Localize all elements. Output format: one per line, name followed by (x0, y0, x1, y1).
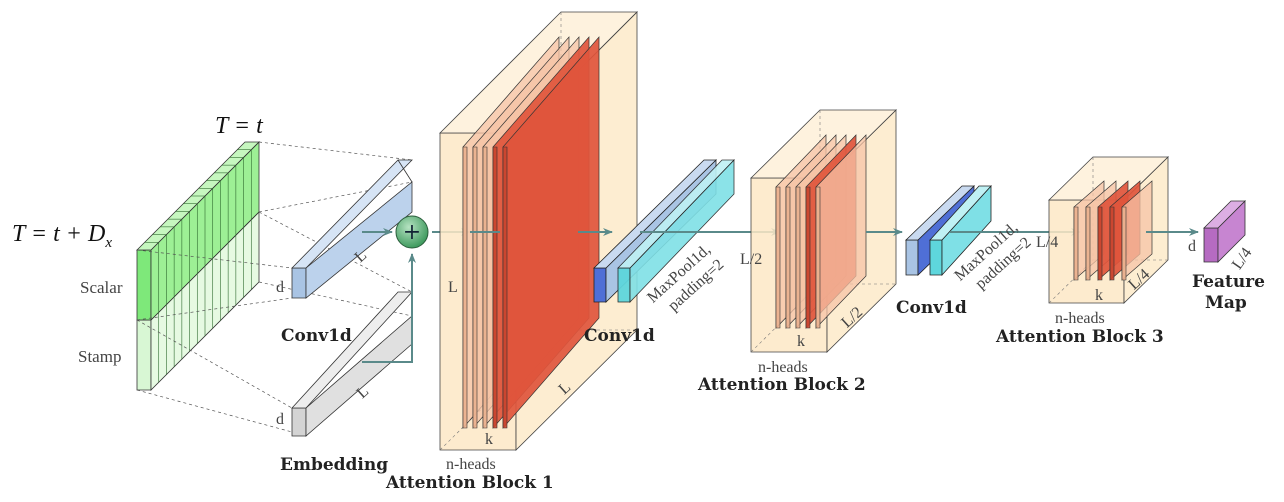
embedding-title: Embedding (280, 455, 388, 475)
feature-map-block (1203, 200, 1246, 263)
embedding-dim-d: d (276, 411, 284, 428)
embedding-dim-l: L (354, 383, 373, 402)
conv1d-3-title: Conv1d (896, 298, 967, 318)
block1-heads: n-heads (446, 456, 496, 473)
attention-sheet-edge (805, 186, 811, 329)
attention-sheet-edge (815, 186, 821, 329)
block1-dim-l-left: L (448, 279, 458, 296)
input-tensor (136, 141, 260, 391)
attention-sheet-edge (1097, 206, 1103, 281)
attention-sheet-edge (462, 146, 468, 429)
input-top-label: T = t (215, 113, 264, 139)
input-left-label: T = t + Dx (12, 221, 112, 251)
feature-title-line1: Feature (1192, 272, 1265, 292)
conv1d-2-title: Conv1d (584, 326, 655, 346)
conv1d-block-3 (905, 184, 992, 277)
embedding-block (291, 291, 413, 437)
stamp-label: Stamp (78, 347, 121, 366)
feature-dim-l: L/4 (1229, 245, 1256, 273)
block2-dim-k: k (797, 333, 805, 350)
stamp-front (136, 319, 152, 391)
conv1d-input-block (291, 159, 413, 299)
attention-sheet-edge (1121, 206, 1127, 281)
pool2-out-dim: L/4 (1036, 234, 1058, 251)
conv1d-input-title: Conv1d (281, 326, 352, 346)
attention-block-3 (1048, 156, 1169, 304)
feature-title-line2: Map (1205, 293, 1247, 313)
conv1d-input-dim-l: L (352, 247, 371, 266)
block3-dim-k: k (1095, 287, 1103, 304)
plus-node: + (395, 215, 429, 249)
block3-heads: n-heads (1055, 310, 1105, 327)
attention-sheet-edge (1109, 206, 1115, 281)
block1-title: Attention Block 1 (385, 473, 554, 493)
scalar-front (136, 249, 152, 321)
scalar-label: Scalar (80, 278, 123, 297)
feature-dim-d: d (1188, 238, 1196, 255)
attention-sheet-edge (795, 186, 801, 329)
attention-sheet-edge (472, 146, 478, 429)
pool1-out-dim: L/2 (740, 251, 762, 268)
attention-block-1 (439, 11, 638, 451)
attention-block-2 (750, 109, 897, 353)
attention-sheet-edge (1073, 206, 1079, 281)
block2-heads: n-heads (758, 359, 808, 376)
attention-sheet-edge (492, 146, 498, 429)
block2-title: Attention Block 2 (697, 375, 866, 395)
block1-dim-k: k (485, 431, 493, 448)
block3-title: Attention Block 3 (995, 327, 1164, 347)
attention-sheet-edge (775, 186, 781, 329)
attention-sheet-edge (482, 146, 488, 429)
attention-sheet-edge (1085, 206, 1091, 281)
attention-sheet-edge (502, 146, 508, 429)
attention-sheet-edge (785, 186, 791, 329)
plus-symbol: + (403, 220, 421, 245)
conv1d-input-dim-d: d (276, 279, 284, 296)
